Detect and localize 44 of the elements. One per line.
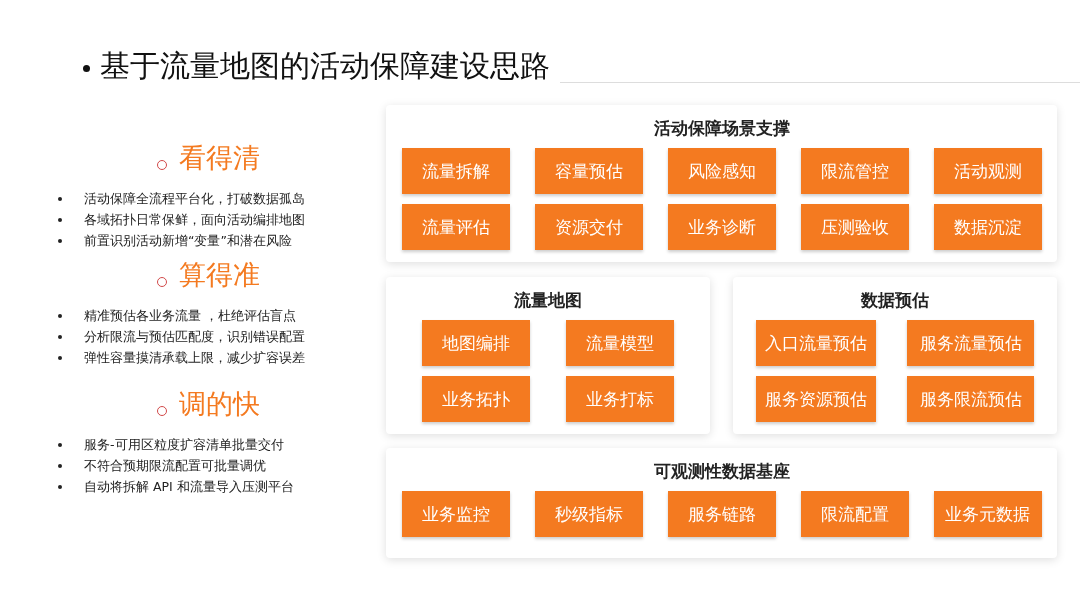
module-box: 压测验收 [800, 204, 909, 250]
module-box: 入口流量预估 [756, 320, 876, 366]
panel-card [386, 277, 710, 434]
bullet-point: 服务-可用区粒度扩容清单批量交付 [84, 437, 284, 452]
panel-card [733, 277, 1057, 434]
module-box: 业务诊断 [667, 204, 776, 250]
module-box: 流量模型 [566, 320, 674, 366]
module-box: 容量预估 [534, 148, 643, 194]
module-box: 风险感知 [667, 148, 776, 194]
module-box: 流量拆解 [401, 148, 510, 194]
module-box: 业务监控 [401, 491, 510, 537]
module-box: 业务元数据 [933, 491, 1042, 537]
module-box: 业务打标 [566, 376, 674, 422]
bullet-point: 弹性容量摸清承载上限，减少扩容误差 [84, 350, 305, 365]
bullet-point: 不符合预期限流配置可批量调优 [84, 458, 266, 473]
panel-card [386, 448, 1057, 558]
bullet-point: 精准预估各业务流量 ，杜绝评估盲点 [84, 308, 296, 323]
module-box: 资源交付 [534, 204, 643, 250]
section-heading: 调的快 [178, 387, 260, 421]
panel-card [386, 105, 1057, 262]
module-box: 服务链路 [667, 491, 776, 537]
panel-heading: 数据预估 [861, 289, 929, 312]
module-box: 数据沉淀 [933, 204, 1042, 250]
panel-heading: 流量地图 [514, 289, 582, 312]
bullet-point: 分析限流与预估匹配度，识别错误配置 [84, 329, 305, 344]
bullet-point: 前置识别活动新增“变量”和潜在风险 [84, 233, 292, 248]
bullet-point: 自动将拆解 API 和流量导入压测平台 [84, 479, 294, 494]
section-heading: 算得准 [178, 258, 260, 292]
module-box: 活动观测 [933, 148, 1042, 194]
slide-title: 基于流量地图的活动保障建设思路 [100, 47, 550, 85]
bullet-point: 活动保障全流程平台化，打破数据孤岛 [84, 191, 305, 206]
module-box: 秒级指标 [534, 491, 643, 537]
module-box: 限流管控 [800, 148, 909, 194]
module-box: 服务限流预估 [907, 376, 1034, 422]
module-box: 流量评估 [401, 204, 510, 250]
module-box: 服务流量预估 [907, 320, 1034, 366]
module-box: 地图编排 [422, 320, 530, 366]
module-box: 限流配置 [800, 491, 909, 537]
module-box: 业务拓扑 [422, 376, 530, 422]
panel-heading: 活动保障场景支撑 [653, 117, 790, 140]
module-box: 服务资源预估 [756, 376, 876, 422]
section-heading: 看得清 [178, 141, 260, 175]
panel-heading: 可观测性数据基座 [653, 460, 790, 483]
bullet-point: 各域拓扑日常保鲜，面向活动编排地图 [84, 212, 305, 227]
